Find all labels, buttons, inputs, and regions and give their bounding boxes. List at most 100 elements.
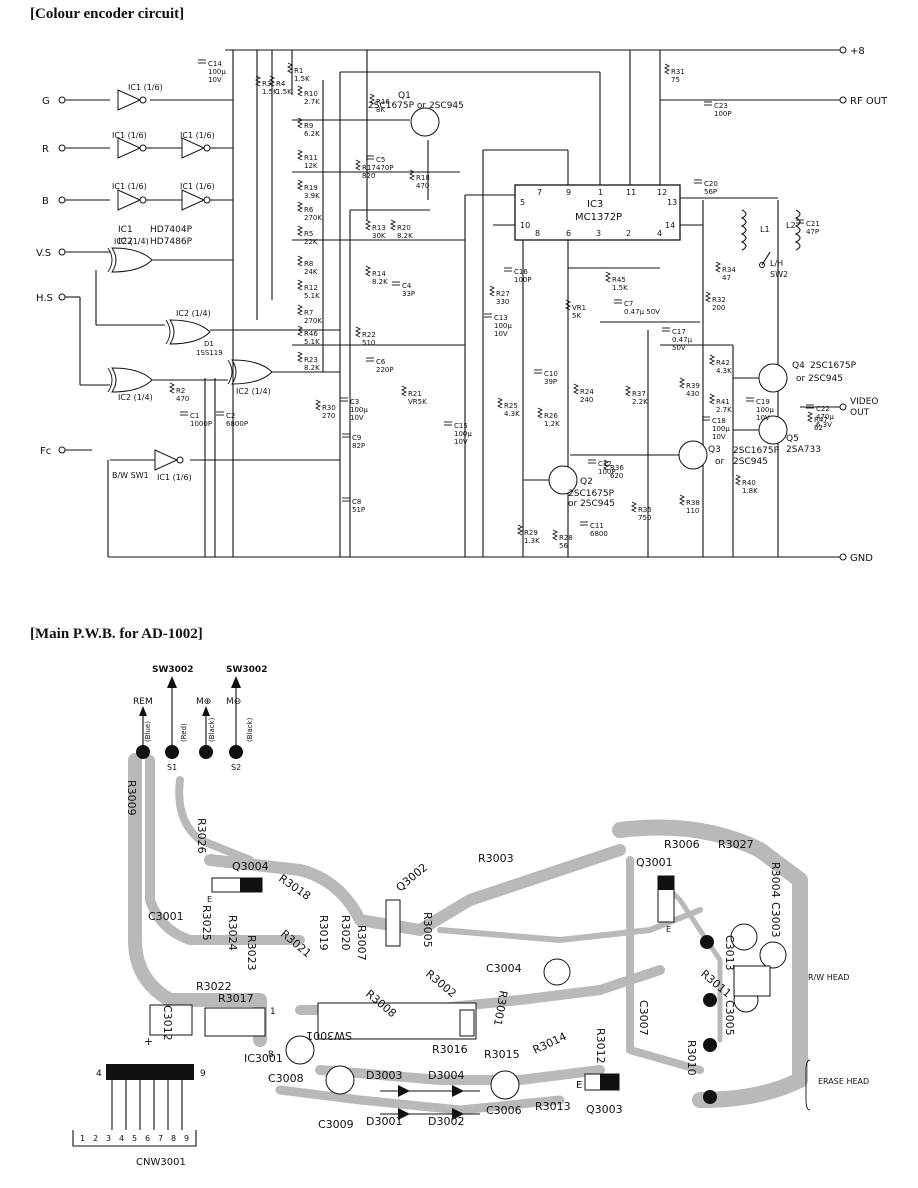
ic1-legend: IC1 (118, 225, 133, 235)
resistor-ref: R45 (612, 276, 626, 284)
pwb-label-r3017: R3017 (218, 992, 254, 1005)
capacitor-annotations: C14100μ10VC5470PC433PC6220PC3100μ10VC982… (180, 59, 834, 538)
capacitor-value: 470μ (816, 413, 834, 421)
rf-out-label: RF OUT (850, 96, 888, 107)
pwb-label-r3001: R3001 (491, 989, 510, 1026)
input-g: G (42, 96, 50, 107)
resistor-value: 1.3K (524, 537, 540, 545)
resistor-ref: R8 (304, 260, 313, 268)
gate-label-ic1-b2: IC1 (1/6) (180, 182, 215, 191)
cnw3001-pin-4: 4 (119, 1134, 124, 1143)
resistor-ref: R32 (712, 296, 726, 304)
resistor-value: 1.2K (544, 420, 560, 428)
pwb-label-d3002: D3002 (428, 1115, 464, 1128)
resistor-ref: R38 (686, 499, 700, 507)
xor-gates (107, 247, 273, 393)
cnw3001-label: CNW3001 (136, 1157, 186, 1168)
resistor-value: 820 (362, 172, 375, 180)
pwb-label-r3015: R3015 (484, 1048, 520, 1061)
resistor-value: 510 (362, 339, 375, 347)
resistor-value: 750 (638, 514, 651, 522)
resistor-value: 470 (416, 182, 429, 190)
resistor-value: 1.5K (262, 88, 278, 96)
resistor-value: 75 (671, 76, 680, 84)
gate-label-ic1-r1: IC1 (1/6) (112, 131, 147, 140)
cnw3001-pin-6: 6 (145, 1134, 150, 1143)
pwb-label-r3026: R3026 (195, 818, 208, 854)
resistor-ref: R17 (362, 164, 376, 172)
resistor-value: 4.3K (504, 410, 520, 418)
input-b: B (42, 196, 49, 207)
pwb-label-r3016: R3016 (432, 1043, 468, 1056)
resistor-ref: R28 (559, 534, 573, 542)
resistor-ref: R47 (814, 416, 828, 424)
capacitor-ref: C16 (514, 268, 528, 276)
ic3001-pin-1: 1 (270, 1007, 276, 1017)
resistor-value: 8.2K (372, 278, 388, 286)
q3-part-alt: 2SC945 (733, 457, 768, 467)
gate-label-ic2-b: IC2 (1/4) (118, 393, 153, 402)
capacitor-value: 10V (712, 433, 726, 441)
ic3-pin-top-2: 1 (598, 188, 603, 197)
resistor-ref: R34 (722, 266, 736, 274)
resistor-value: 1.5K (612, 284, 628, 292)
pwb-label-r3008: R3008 (363, 987, 399, 1020)
capacitor-ref: C17 (672, 328, 686, 336)
resistor-ref: R23 (304, 356, 318, 364)
resistor-ref: R5 (304, 230, 313, 238)
resistor-value: 270 (322, 412, 335, 420)
pwb-label-r3021: R3021 (278, 927, 314, 960)
video-out-label: VIDEO (850, 397, 879, 407)
ic3-part: MC1372P (575, 212, 622, 223)
gate-label-ic2-a: IC2 (1/4) (114, 237, 149, 246)
q2-part: 2SC1675P (568, 489, 615, 499)
resistor-ref: R11 (304, 154, 318, 162)
rail-wires (65, 49, 840, 558)
resistor-value: 47 (722, 274, 731, 282)
capacitor-ref: C5 (376, 156, 385, 164)
top-switch-wires (136, 676, 243, 759)
erase-head-label: ERASE HEAD (818, 1077, 869, 1086)
pwb-label-r3005: R3005 (421, 912, 434, 948)
resistor-value: 470 (176, 395, 189, 403)
q5-label: Q5 (786, 434, 799, 444)
cnw3001-pin-first: 4 (96, 1069, 102, 1079)
resistor-ref: R2 (176, 387, 185, 395)
pwb-label-c3013: C3013 (723, 935, 736, 971)
transistor-symbols (410, 107, 788, 495)
resistor-ref: R46 (304, 330, 318, 338)
pwb-label-d3001: D3001 (366, 1115, 402, 1128)
resistor-value: 330 (496, 298, 509, 306)
resistor-value: 1.5K (276, 88, 292, 96)
cnw3001-pin-8: 8 (171, 1134, 176, 1143)
pwb-label-r3027: R3027 (718, 838, 754, 851)
resistor-value: 5.1K (304, 292, 320, 300)
